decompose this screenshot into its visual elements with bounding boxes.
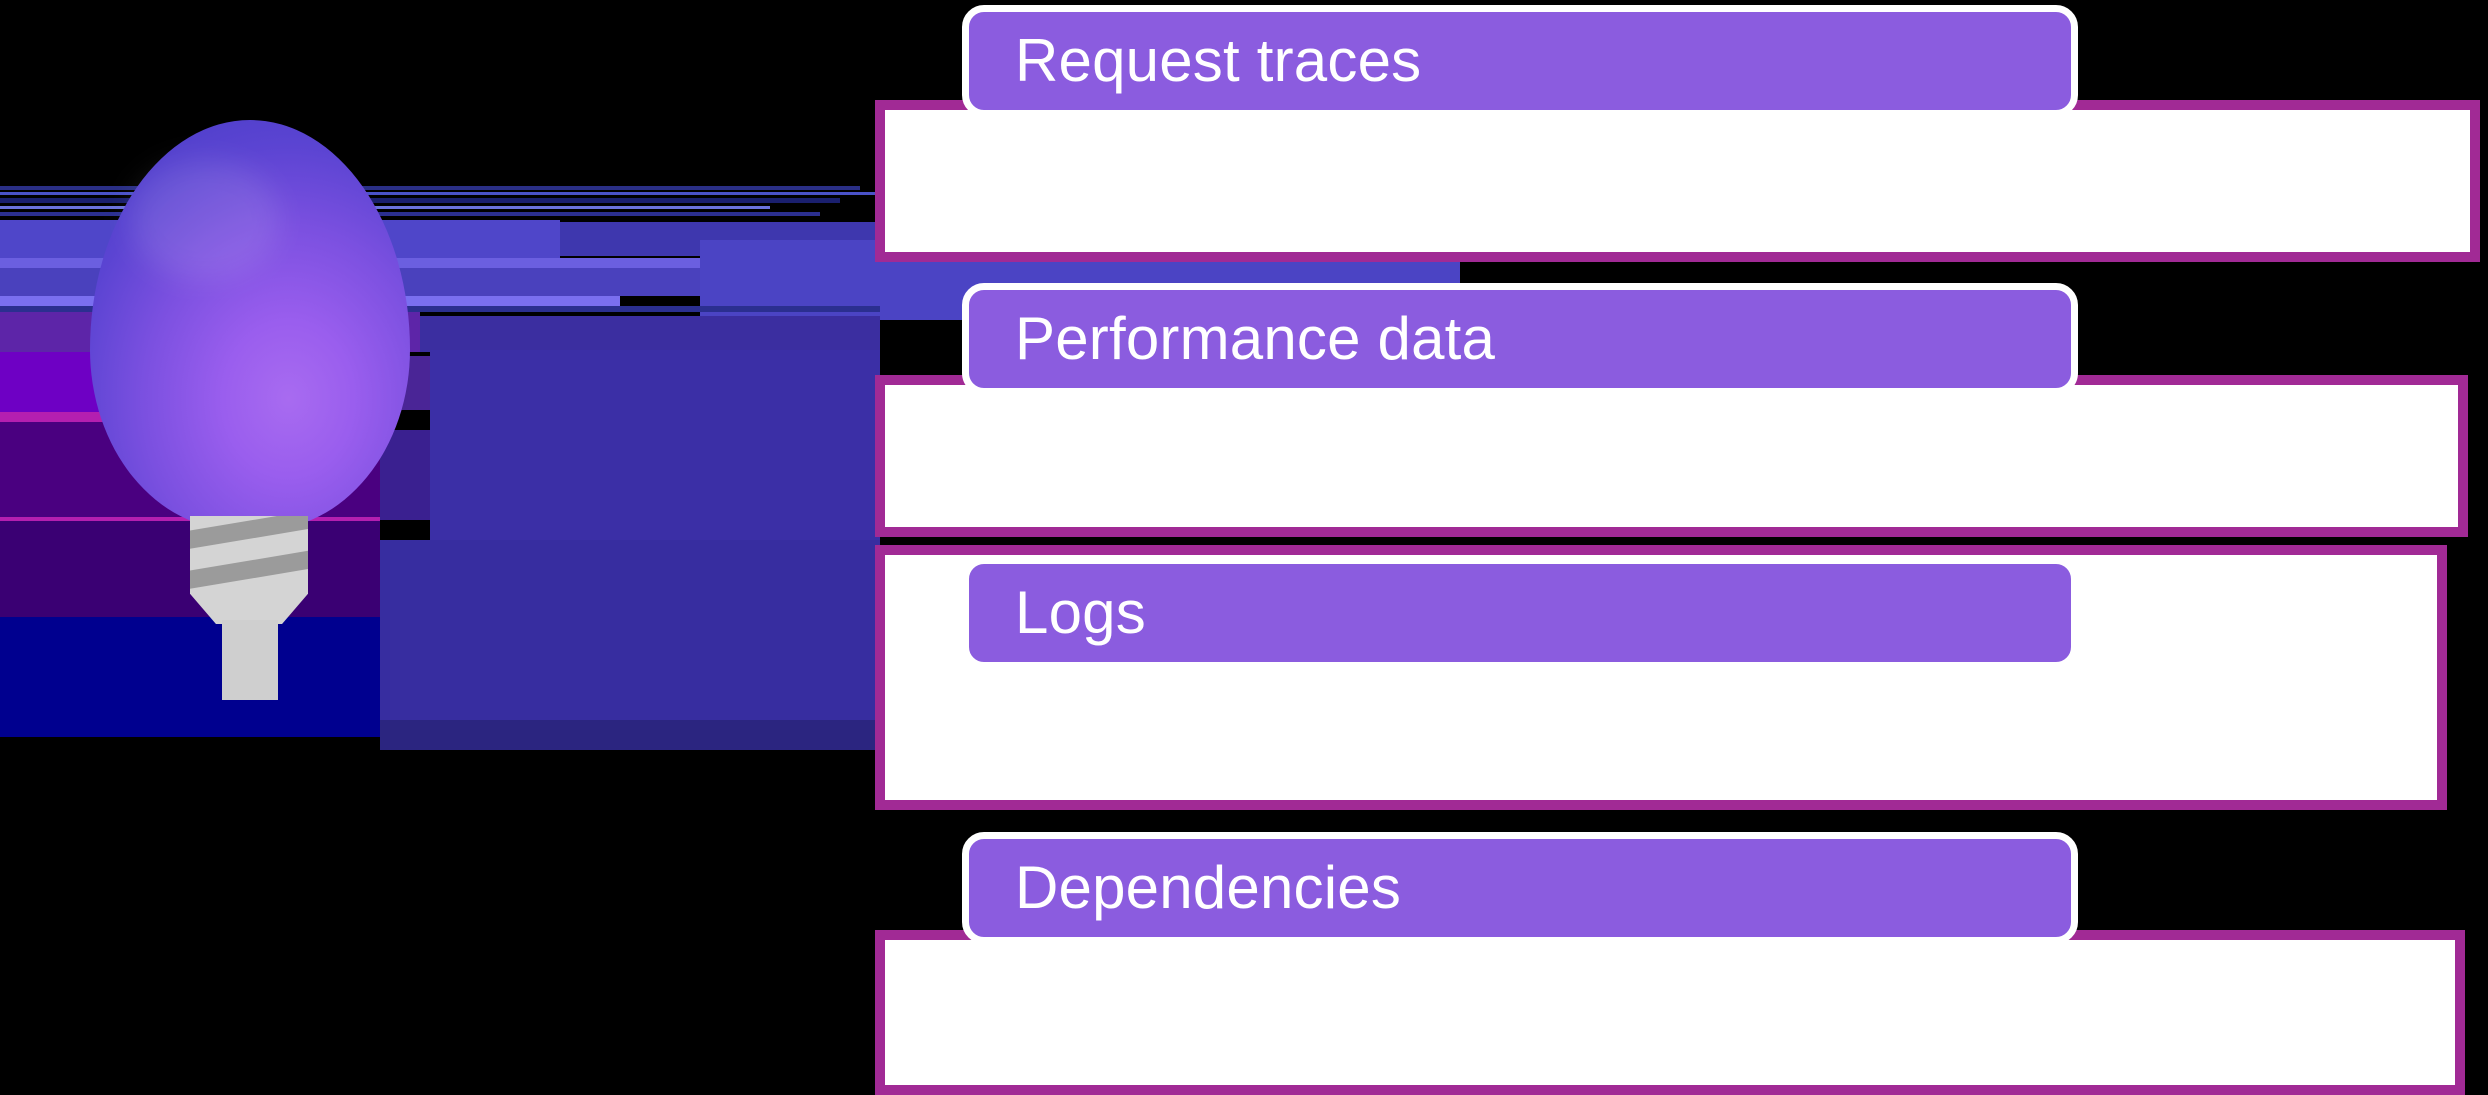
bulb-screw-base — [190, 516, 308, 700]
feature-card-4[interactable]: Dependencies — [962, 832, 2078, 944]
feature-card-label: Logs — [1015, 579, 1146, 646]
background-band — [0, 186, 860, 190]
row-backdrop-box — [875, 375, 2468, 537]
feature-card-label: Performance data — [1015, 305, 1496, 372]
background-band — [420, 316, 880, 352]
row-backdrop-box — [875, 100, 2480, 262]
bulb-highlight — [130, 160, 280, 280]
bulb-base-stem — [222, 620, 278, 700]
background-band — [0, 198, 840, 203]
background-band — [0, 206, 770, 209]
bulb-glass — [90, 120, 410, 530]
background-band — [0, 617, 380, 737]
feature-card-label: Dependencies — [1015, 854, 1402, 921]
row-backdrop-box — [875, 930, 2465, 1095]
background-band — [0, 192, 900, 195]
feature-card-label: Request traces — [1015, 27, 1422, 94]
background-band — [0, 258, 900, 268]
background-band — [380, 540, 880, 720]
feature-card-1[interactable]: Request traces — [962, 5, 2078, 117]
background-band — [430, 350, 880, 540]
background-band — [380, 720, 880, 750]
background-band — [0, 306, 880, 312]
lightbulb-illustration — [90, 120, 420, 1095]
background-band — [0, 212, 820, 216]
feature-card-3[interactable]: Logs — [962, 557, 2078, 669]
feature-card-2[interactable]: Performance data — [962, 283, 2078, 395]
bulb-screw-threads — [190, 516, 308, 624]
